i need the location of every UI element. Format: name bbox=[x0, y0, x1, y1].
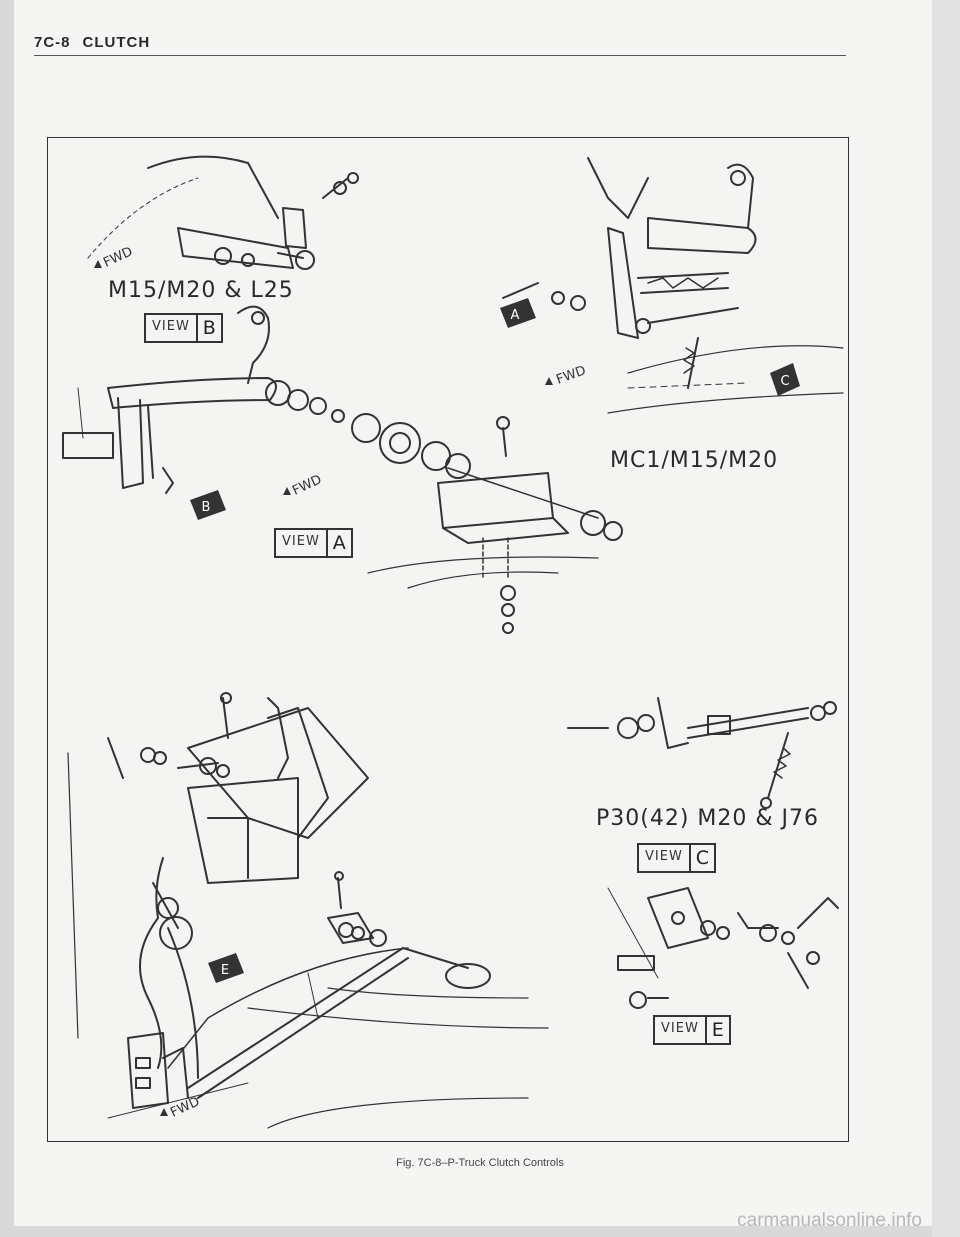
view-arrow-a: A bbox=[500, 298, 536, 328]
arrow-a-label: A bbox=[511, 308, 520, 323]
arrow-c-label: C bbox=[780, 374, 789, 389]
watermark: carmanualsonline.info bbox=[737, 1210, 922, 1231]
page-edge bbox=[932, 0, 960, 1237]
view-a-word: VIEW bbox=[282, 534, 320, 549]
arrow-e-label: E bbox=[221, 963, 229, 978]
view-c-tag: VIEW C bbox=[637, 843, 717, 873]
view-e-word: VIEW bbox=[661, 1021, 699, 1036]
header-rule bbox=[34, 55, 846, 56]
page-number: 7C-8 bbox=[34, 34, 71, 51]
view-b-tag: VIEW B bbox=[144, 313, 223, 343]
figure-caption: Fig. 7C-8–P-Truck Clutch Controls bbox=[396, 1157, 564, 1169]
clutch-controls-figure: A B C E M15/M20 & L25 MC1/M15/M20 P30(42… bbox=[47, 137, 849, 1142]
clutch-linkage-illustration: A B C E bbox=[62, 155, 844, 1129]
label-mc1-m15-m20: MC1/M15/M20 bbox=[610, 448, 779, 473]
view-c-word: VIEW bbox=[645, 849, 683, 864]
view-c-letter: C bbox=[688, 845, 714, 871]
view-arrow-e: E bbox=[208, 953, 244, 983]
view-e-tag: VIEW E bbox=[653, 1015, 731, 1045]
view-arrow-b: B bbox=[190, 490, 226, 520]
view-e-letter: E bbox=[704, 1017, 729, 1043]
view-a-tag: VIEW A bbox=[274, 528, 353, 558]
view-b-letter: B bbox=[195, 315, 221, 341]
view-arrow-c: C bbox=[770, 363, 800, 396]
label-m15-m20-l25: M15/M20 & L25 bbox=[108, 278, 294, 303]
arrow-b-label: B bbox=[202, 500, 211, 515]
section-title: CLUTCH bbox=[82, 34, 151, 51]
label-p30-m20-j76: P30(42) M20 & J76 bbox=[596, 806, 820, 831]
view-b-word: VIEW bbox=[152, 319, 190, 334]
page-header: 7C-8 CLUTCH bbox=[34, 34, 150, 51]
view-a-letter: A bbox=[325, 530, 351, 556]
